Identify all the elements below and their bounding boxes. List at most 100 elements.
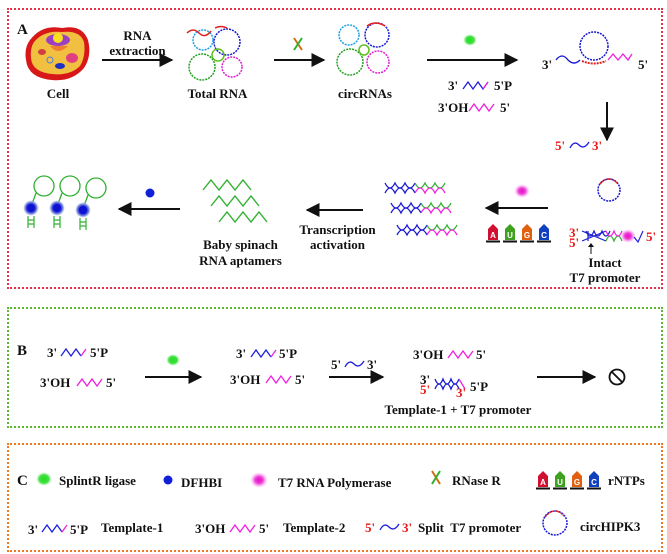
b-duplex-bottom-right: 3' [456,385,467,400]
split-t7-strand [344,360,365,368]
svg-text:U: U [557,478,563,487]
arrow-ligation-b [145,370,203,384]
split-t7-strand [569,141,590,149]
dfhbi-icon [163,475,173,485]
legend-rnase-r: RNase R [452,473,501,488]
cell-icon [25,27,90,81]
splintr-ligase-icon [463,34,477,46]
circhipk3-icon [597,178,621,202]
b-template1b-left: 3' [236,346,247,361]
legend-template1-right: 5'P [70,522,89,537]
template-1-strand [462,80,489,91]
rntp-u-icon: U [553,471,567,490]
aptamer-label-1: Baby spinach [203,237,278,252]
b-duplex-top: 3' [420,372,431,387]
b-result-template2-left: 3'OH [413,347,444,362]
t7-rna-polymerase-icon [514,184,530,198]
legend-t7-rna-polymerase: T7 RNA Polymerase [278,475,392,490]
b-template2-right: 5' [106,375,117,390]
splintr-ligase-icon [36,472,52,486]
t7-rna-polymerase-icon [250,472,268,488]
intact-label-2: T7 promoter [569,270,641,285]
panel-a-label: A [17,22,28,38]
template-1-strand [250,348,277,359]
svg-text:A: A [490,231,496,240]
panel-b-label: B [17,343,28,359]
b-duplex-bottom: 5' [420,382,431,397]
hybrid-right: 5' [638,57,649,72]
transcription-label-1: Transcription [299,222,376,237]
panel-c-label: C [17,473,28,489]
rntp-a-icon: A [536,471,550,490]
baby-spinach-aptamers-icon [202,178,268,223]
fluorescent-aptamer-complex-icon [23,175,107,231]
pointer-arrow-icon [588,243,594,254]
arrow-ligation [427,53,519,67]
b-result-template2-right: 5' [476,347,487,362]
a-template2-left: 3'OH [438,100,469,115]
total-rna-label: Total RNA [187,86,248,101]
circhipk3-icon [542,510,568,536]
legend-template2-right: 5' [259,521,270,536]
template-2-strand [265,374,292,385]
a-split-right: 3' [592,138,603,153]
rntp-g-icon: G [520,224,534,243]
template-1-icon [41,523,68,534]
svg-text:C: C [541,231,547,240]
arrow-rnase [274,53,326,67]
template-1-strand [60,347,87,358]
template-2-icon [229,523,256,534]
b-template2b-right: 5' [295,372,306,387]
prohibited-icon [608,368,626,386]
aptamer-label-2: RNA aptamers [199,253,282,268]
arrow-outcome-b [537,370,597,384]
hybrid-complex-icon [555,31,633,65]
rntp-c-icon: C [587,471,601,490]
circrnas-label: circRNAs [338,86,392,101]
arrow-activation [305,203,363,217]
panel-c [7,443,663,552]
arrow-annealing-b [329,370,385,384]
svg-text:U: U [507,231,513,240]
splintr-ligase-icon [166,354,180,366]
arrow-transcription [484,201,548,215]
b-template1-right: 5'P [90,345,109,360]
a-template2-right: 5' [500,100,511,115]
b-template2-left: 3'OH [40,375,71,390]
template-2-strand [76,377,103,388]
arrow-down [600,102,614,142]
intact-label-1: Intact [588,255,622,270]
panel-b [7,307,663,428]
a-split-left: 5' [555,138,566,153]
arrow-extraction [102,53,174,67]
legend-template-2: Template-2 [283,520,346,535]
template-2-strand [468,102,495,113]
legend-split-left: 5' [365,520,376,535]
split-t7-promoter-icon [379,523,400,531]
dfhbi-icon [145,188,155,198]
scissors-icon [431,470,441,485]
dsdna-templates-icon [384,181,458,236]
b-split-right: 3' [367,357,378,372]
svg-text:G: G [524,231,530,240]
cell-label: Cell [46,86,70,101]
b-template2b-left: 3'OH [230,372,261,387]
duplex-bottom: 5' [569,235,580,250]
b-template1b-right: 5'P [279,346,298,361]
duplex-right: 5' [646,229,657,244]
panel-a [7,8,663,289]
total-rna-icon [186,25,243,81]
legend-dfhbi: DFHBI [181,475,223,490]
rna-extraction-label-1: RNA [123,28,152,43]
template1-t7-duplex [434,377,466,391]
legend-template1-left: 3' [28,522,39,537]
hybrid-left: 3' [542,57,553,72]
rna-extraction-label-2: extraction [109,43,166,58]
rntp-u-icon: U [503,224,517,243]
a-template1-left: 3' [448,78,459,93]
rntp-g-icon: G [570,471,584,490]
svg-text:C: C [591,478,597,487]
arrow-fluorescence [117,202,180,216]
legend-template-1: Template-1 [101,520,164,535]
